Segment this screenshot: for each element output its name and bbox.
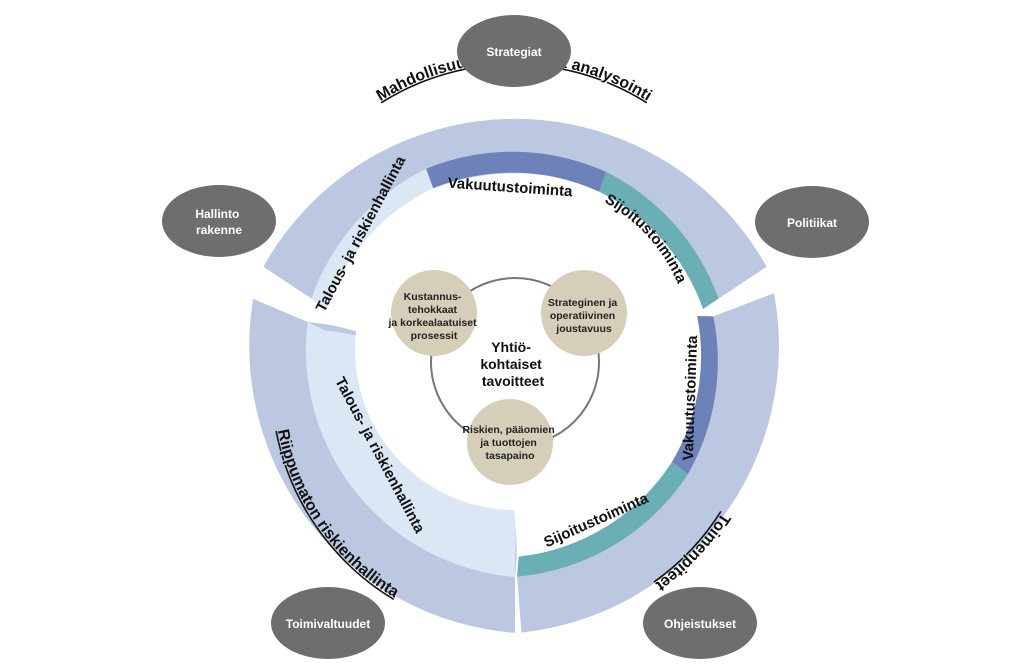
inner-disk — [355, 190, 675, 510]
satellite-ohjeistukset: Ohjeistukset — [643, 587, 757, 659]
goal-circle — [391, 270, 477, 356]
satellite-label: Ohjeistukset — [664, 617, 736, 631]
satellite-ellipse — [643, 587, 757, 659]
goal-balance: Riskien, pääomien ja tuottojen tasapaino — [462, 399, 557, 485]
satellite-strategiat: Strategiat — [457, 15, 571, 87]
satellite-ellipse — [271, 587, 385, 659]
goal-circle — [467, 399, 553, 485]
segment-top-vakuutus — [426, 151, 606, 192]
segment-top-sijoitus — [599, 171, 719, 309]
satellite-label: Strategiat — [486, 45, 541, 59]
satellite-toimivaltuudet: Toimivaltuudet — [271, 587, 385, 659]
satellite-ellipse — [755, 186, 869, 258]
satellite-label: Hallinto rakenne — [195, 207, 242, 237]
goal-text: Riskien, pääomien ja tuottojen tasapaino — [462, 424, 557, 462]
center-title: Yhtiö- kohtaiset tavoitteet — [480, 339, 545, 389]
label-right-vakuutus: Vakuutustoiminta — [680, 335, 701, 461]
segment-right-vakuutus — [671, 316, 718, 475]
outer-sector-actions — [517, 293, 779, 633]
goal-text: Kustannus- tehokkaat ja korkealaatuiset … — [387, 291, 479, 342]
satellite-ellipse — [162, 185, 276, 257]
goal-flexibility: Strateginen ja operatiivinen joustavuus — [541, 270, 627, 356]
goal-circle — [541, 270, 627, 356]
segment-top-talous — [311, 168, 434, 311]
satellite-politiikat: Politiikat — [755, 186, 869, 258]
satellite-label: Toimivaltuudet — [286, 617, 370, 631]
satellite-label: Politiikat — [787, 216, 837, 230]
goal-cost-efficiency: Kustannus- tehokkaat ja korkealaatuiset … — [387, 270, 479, 356]
goal-text: Strateginen ja operatiivinen joustavuus — [548, 297, 620, 335]
satellite-hallintorakenne: Hallinto rakenne — [162, 185, 276, 257]
outer-sector-analysis — [263, 118, 767, 299]
satellite-ellipse — [457, 15, 571, 87]
segment-right-sijoitus — [517, 462, 688, 577]
